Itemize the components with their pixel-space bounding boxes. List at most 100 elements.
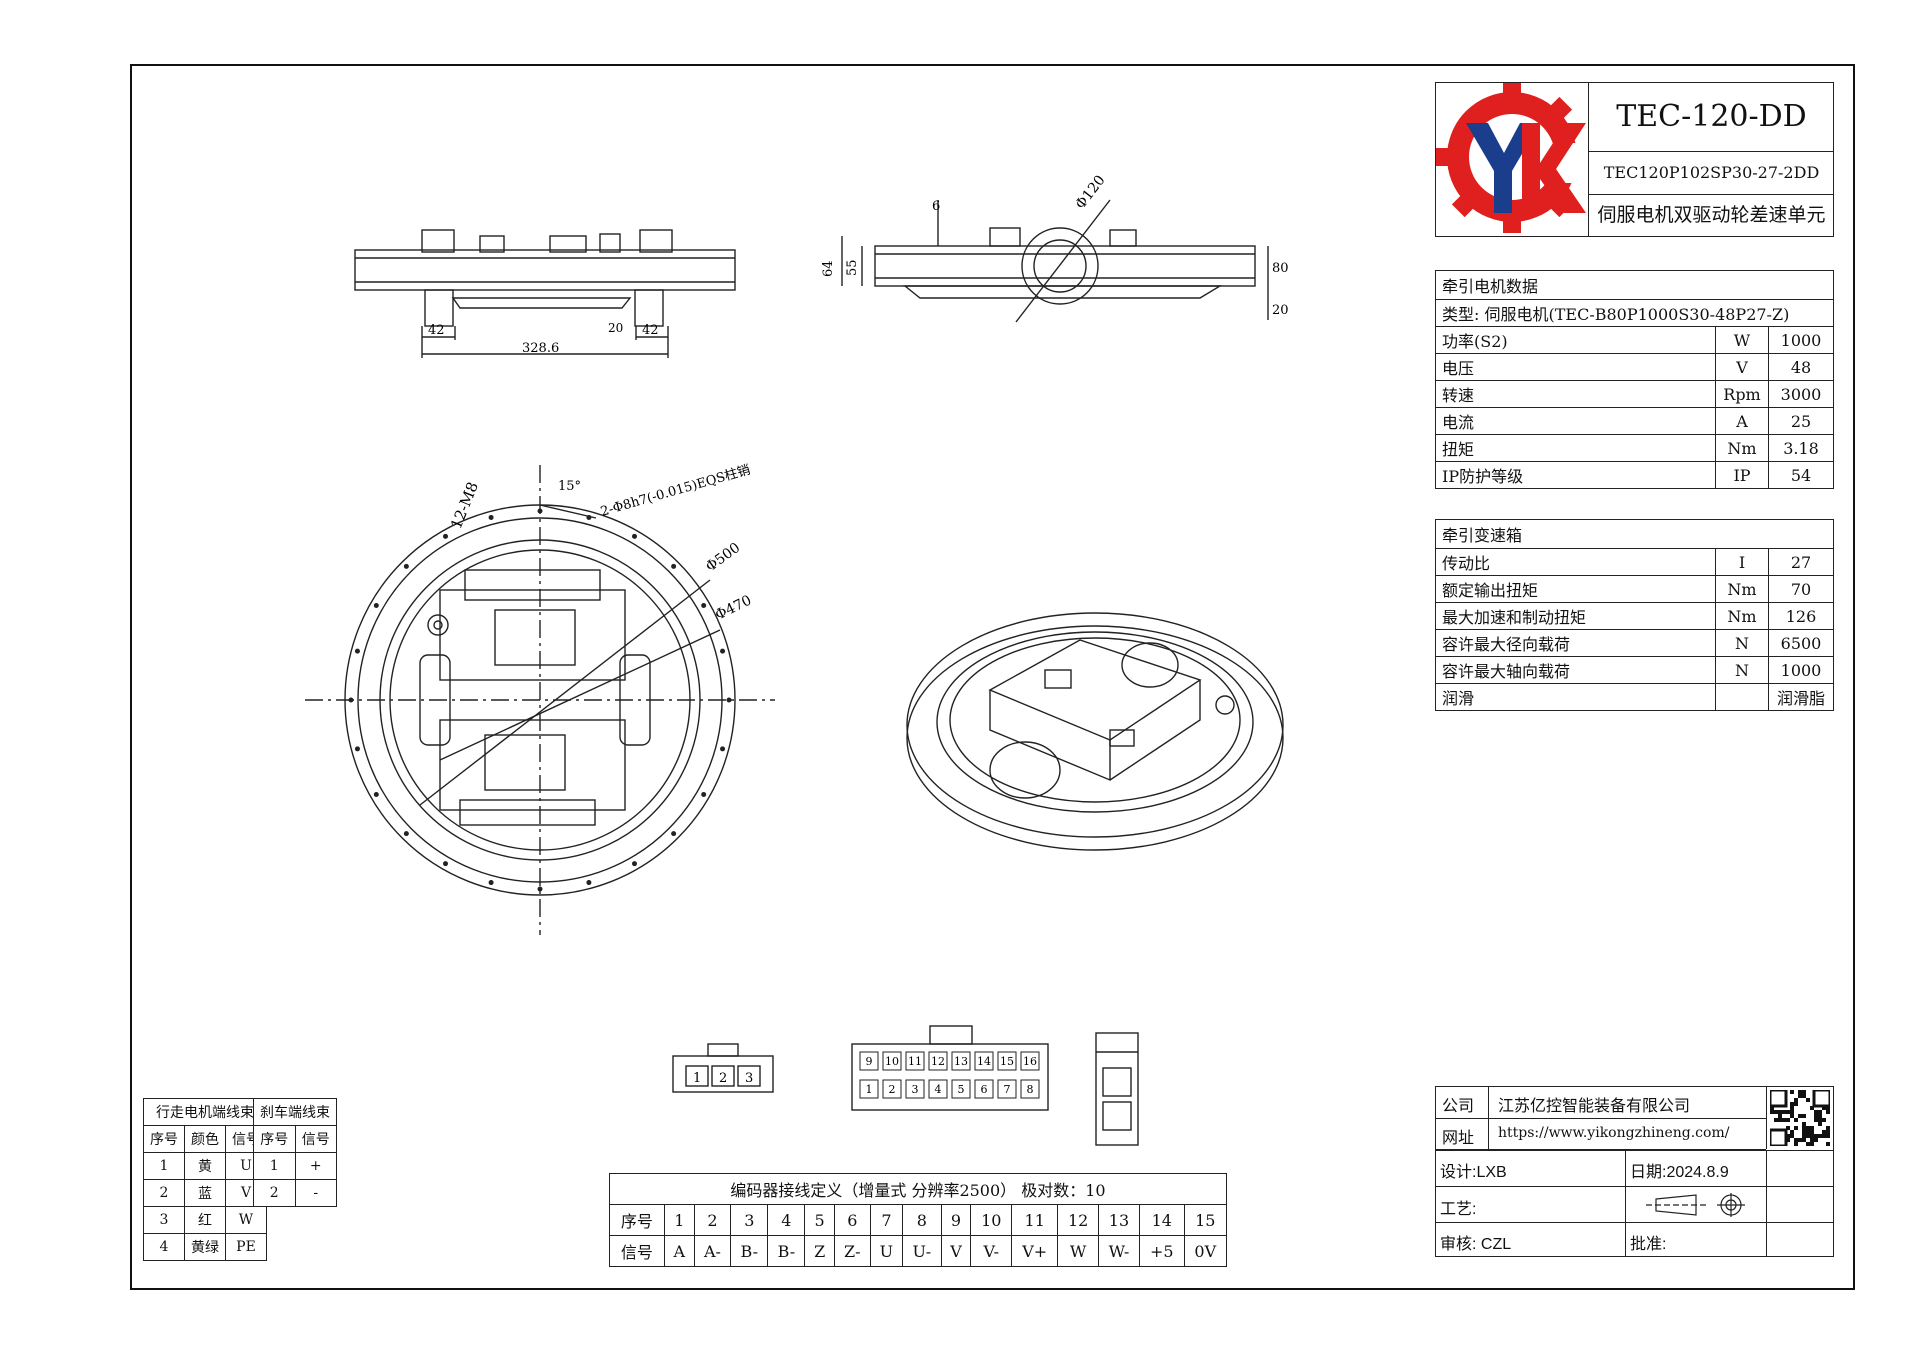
bolt-hole xyxy=(632,861,637,867)
dim-top-mid: 20 xyxy=(608,321,623,335)
cell: - xyxy=(294,1179,337,1207)
plan-view: 12-M8 15° 2-Φ8h7(-0.015)EQS柱销 Φ500 Φ470 xyxy=(305,463,775,935)
bolt-hole xyxy=(403,831,409,837)
param-unit: Rpm xyxy=(1715,380,1769,408)
param-value: 1000 xyxy=(1768,326,1834,354)
dim-side-80: 80 xyxy=(1272,261,1289,276)
isometric-view xyxy=(906,612,1284,851)
encoder-number-cell: 14 xyxy=(1138,1204,1185,1236)
param-unit: V xyxy=(1715,353,1769,381)
motor-harness-title: 行走电机端线束 xyxy=(143,1098,267,1126)
encoder-signal-cell: V- xyxy=(970,1235,1013,1267)
title-block: TEC-120-DD TEC120P102SP30-27-2DD 伺服电机双驱动… xyxy=(1435,81,1834,237)
encoder-signal-cell: B- xyxy=(730,1235,769,1267)
param-unit: W xyxy=(1715,326,1769,354)
drawing-date: 日期:2024.8.9 xyxy=(1630,1164,1729,1181)
pin-label: 11 xyxy=(908,1055,922,1068)
pin-box xyxy=(882,1079,902,1099)
bolt-hole xyxy=(354,746,360,752)
encoder-signal-cell: Z xyxy=(804,1235,835,1267)
column-header: 颜色 xyxy=(184,1125,226,1153)
website-link[interactable]: https://www.yikongzhineng.com/ xyxy=(1498,1125,1730,1141)
encoder-number-cell: 3 xyxy=(730,1204,769,1236)
website-label: 网址 xyxy=(1442,1128,1475,1147)
param-name: 润滑 xyxy=(1435,683,1716,711)
encoder-signal-cell: W xyxy=(1057,1235,1099,1267)
bolt-hole xyxy=(373,603,379,608)
motor-type-value: 伺服电机(TEC-B80P1000S30-48P27-Z) xyxy=(1484,305,1790,324)
pin-label: 14 xyxy=(977,1055,991,1068)
table-row: 1+ xyxy=(253,1152,337,1180)
param-name: 电压 xyxy=(1435,353,1716,381)
encoder-number-cell: 1 xyxy=(663,1204,695,1236)
encoder-signal-cell: Z- xyxy=(833,1235,871,1267)
dim-side-64: 64 xyxy=(821,260,836,277)
cell: 黄绿 xyxy=(184,1233,226,1261)
param-unit: IP xyxy=(1715,461,1769,489)
pin-box xyxy=(859,1079,879,1099)
encoder-signal-cell: A- xyxy=(693,1235,732,1267)
pin-label: 3 xyxy=(912,1083,919,1096)
encoder-signal-cell: V+ xyxy=(1011,1235,1059,1267)
encoder-signal-cell: W- xyxy=(1097,1235,1140,1267)
model-name: TEC-120-DD xyxy=(1589,83,1834,152)
pin-label: 13 xyxy=(954,1055,968,1068)
param-name: 容许最大轴向载荷 xyxy=(1435,656,1716,684)
bolt-hole xyxy=(403,563,409,569)
side-elevation-view: 64 55 6 80 20 Φ120 xyxy=(821,173,1289,323)
pin-label: 2 xyxy=(889,1083,896,1096)
encoder-signal-cell: +5 xyxy=(1138,1235,1185,1267)
bolt-hole xyxy=(586,880,592,886)
param-value: 3000 xyxy=(1768,380,1834,408)
pin-box xyxy=(1020,1079,1040,1099)
pin-box xyxy=(859,1051,879,1071)
bolt-hole xyxy=(701,792,707,797)
front-elevation-view: 42 42 20 328.6 xyxy=(354,229,736,358)
cell: 3 xyxy=(143,1206,185,1234)
param-value: 54 xyxy=(1768,461,1834,489)
param-value: 润滑脂 xyxy=(1768,683,1834,711)
pin-label: 12 xyxy=(931,1055,945,1068)
bolt-hole xyxy=(354,648,360,654)
dim-top-right: 42 xyxy=(642,323,659,338)
encoder-number-cell: 6 xyxy=(833,1204,871,1236)
dim-side-dia: Φ120 xyxy=(1073,173,1109,213)
param-name: 容许最大径向载荷 xyxy=(1435,629,1716,657)
brake-harness-title: 刹车端线束 xyxy=(253,1098,337,1126)
param-value: 3.18 xyxy=(1768,434,1834,462)
row-label: 信号 xyxy=(609,1235,665,1267)
connector-3pin: 1 2 3 xyxy=(672,1043,774,1093)
dim-side-6: 6 xyxy=(932,199,940,214)
cell: + xyxy=(294,1152,337,1180)
dim-top-left: 42 xyxy=(428,323,445,338)
craft-label: 工艺: xyxy=(1440,1201,1477,1218)
dim-side-55: 55 xyxy=(845,259,860,276)
pin-box xyxy=(928,1051,948,1071)
param-name: 额定输出扭矩 xyxy=(1435,575,1716,603)
qr-code xyxy=(1766,1087,1834,1149)
encoder-number-cell: 12 xyxy=(1057,1204,1099,1236)
encoder-number-cell: 7 xyxy=(869,1204,904,1236)
pin-label: 15 xyxy=(1000,1055,1014,1068)
param-value: 70 xyxy=(1768,575,1834,603)
dim-plan-angle: 15° xyxy=(558,479,581,494)
param-unit xyxy=(1715,683,1769,711)
encoder-signal-cell: 0V xyxy=(1183,1235,1228,1267)
bolt-hole xyxy=(488,514,494,520)
pin-box xyxy=(1020,1051,1040,1071)
pin-box xyxy=(905,1051,925,1071)
encoder-number-cell: 11 xyxy=(1011,1204,1059,1236)
cell: 黄 xyxy=(184,1152,226,1180)
